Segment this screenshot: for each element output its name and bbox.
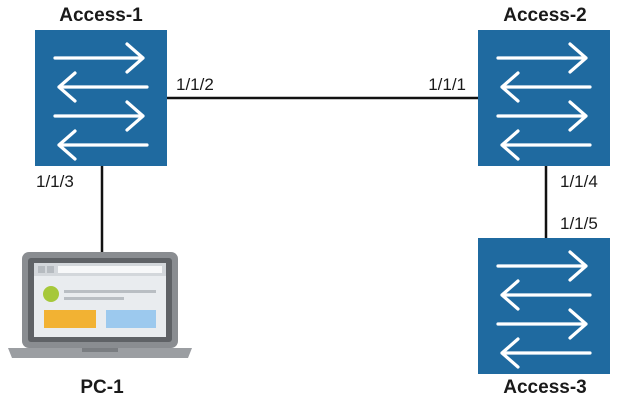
node-label-pc1: PC-1 [80, 377, 124, 398]
port-label-access1-1-1-3: 1/1/3 [36, 172, 74, 191]
node-label-access3: Access-3 [503, 377, 586, 398]
network-switch-icon [496, 250, 592, 369]
node-label-access2: Access-2 [503, 5, 586, 26]
switch-body [35, 30, 167, 166]
laptop-pc1 [8, 252, 192, 358]
port-label-access3-1-1-5: 1/1/5 [560, 214, 598, 233]
switch-access1 [35, 30, 167, 166]
node-label-access1: Access-1 [59, 5, 143, 26]
switch-access2 [478, 30, 610, 166]
network-switch-icon [496, 42, 592, 161]
port-label-access1-1-1-2: 1/1/2 [176, 75, 214, 94]
switch-access3 [478, 238, 610, 374]
switch-body [478, 30, 610, 166]
switch-body [478, 238, 610, 374]
network-switch-icon [53, 42, 149, 161]
laptop-icon [8, 252, 192, 358]
port-label-access2-1-1-4: 1/1/4 [560, 172, 598, 191]
port-label-access2-1-1-1: 1/1/1 [428, 75, 466, 94]
